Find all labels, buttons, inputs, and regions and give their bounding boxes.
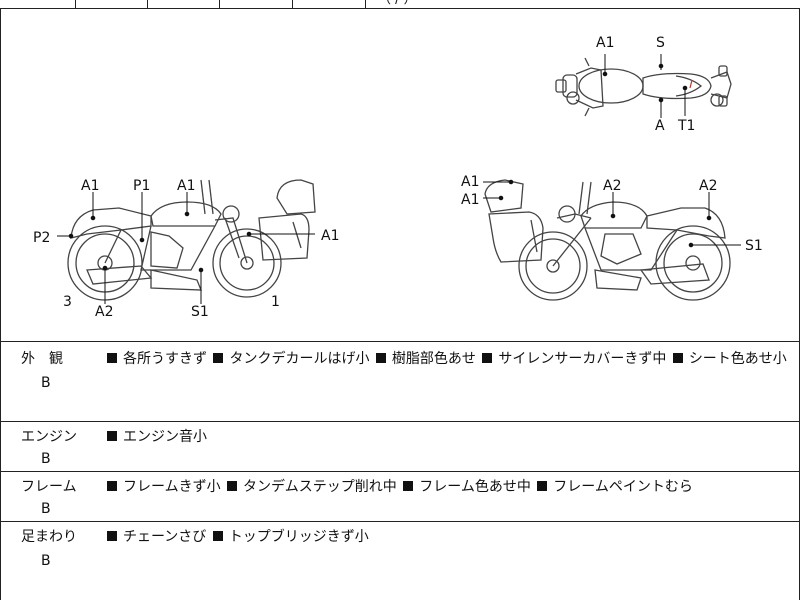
label-left-a1: A1 (81, 178, 99, 194)
cut-off-text: （ / ） (378, 0, 417, 6)
section-grade: B (41, 553, 51, 569)
square-bullet-icon (107, 353, 117, 363)
square-bullet-icon (107, 531, 117, 541)
section-notes: フレームきず小 タンデムステップ削れ中 フレーム色あせ中 フレームペイントむら (105, 476, 795, 498)
label-left-p2: P2 (33, 230, 50, 246)
label-left-a1: A1 (177, 178, 195, 194)
section-row-suspension: 足まわり B チェーンさび トップブリッジきず小 (0, 522, 800, 600)
section-grade: B (41, 501, 51, 517)
section-notes: エンジン音小 (105, 426, 795, 448)
note-item: シート色あせ小 (671, 351, 787, 367)
section-row-frame: フレーム B フレームきず小 タンデムステップ削れ中 フレーム色あせ中 フレーム… (0, 472, 800, 522)
label-left-3: 3 (63, 294, 72, 310)
table-divider (147, 0, 148, 8)
note-item: 樹脂部色あせ (374, 351, 476, 367)
label-left-1: 1 (271, 294, 280, 310)
label-top-s: S (656, 35, 665, 51)
square-bullet-icon (482, 353, 493, 363)
section-notes: チェーンさび トップブリッジきず小 (105, 526, 795, 548)
top-table-strip: （ / ） (0, 0, 800, 9)
label-left-a2: A2 (95, 304, 113, 320)
right-side-motorcycle (484, 179, 731, 301)
section-row-engine: エンジン B エンジン音小 (0, 422, 800, 472)
section-category: エンジン (21, 429, 77, 445)
note-item: タンデムステップ削れ中 (225, 479, 397, 495)
label-left-a1: A1 (321, 228, 339, 244)
label-right-s1: S1 (745, 238, 763, 254)
note-item: フレーム色あせ中 (401, 479, 531, 495)
top-view-motorcycle (555, 57, 732, 117)
red-mark-icon (689, 79, 693, 89)
note-item: フレームきず小 (105, 479, 221, 495)
note-item: サイレンサーカバーきず中 (480, 351, 666, 367)
square-bullet-icon (107, 431, 117, 441)
section-grade: B (41, 375, 51, 391)
square-bullet-icon (375, 353, 386, 363)
square-bullet-icon (107, 481, 117, 491)
section-row-exterior: 外 観 B 各所うすきず タンクデカールはげ小 樹脂部色あせ サイレンサーカバー… (0, 342, 800, 422)
table-divider (75, 0, 76, 8)
table-divider (219, 0, 220, 8)
motorcycle-diagram-svg: A1 S A T1 A1 P1 A1 P2 A1 3 A2 S1 1 A1 A1… (33, 35, 763, 320)
damage-diagram: A1 S A T1 A1 P1 A1 P2 A1 3 A2 S1 1 A1 A1… (0, 8, 800, 342)
note-item: 各所うすきず (105, 351, 207, 367)
square-bullet-icon (227, 481, 238, 491)
square-bullet-icon (403, 481, 414, 491)
table-divider (365, 0, 366, 8)
note-item: フレームペイントむら (535, 479, 693, 495)
label-left-s1: S1 (191, 304, 209, 320)
note-item: エンジン音小 (105, 429, 207, 445)
table-divider (292, 0, 293, 8)
section-category: 外 観 (21, 351, 63, 367)
square-bullet-icon (212, 531, 223, 541)
label-right-a1: A1 (461, 174, 479, 190)
section-category: フレーム (21, 479, 77, 495)
section-category: 足まわり (21, 529, 77, 545)
label-top-t1: T1 (677, 118, 695, 134)
label-left-p1: P1 (133, 178, 150, 194)
section-notes: 各所うすきず タンクデカールはげ小 樹脂部色あせ サイレンサーカバーきず中 シー… (105, 348, 795, 370)
square-bullet-icon (213, 353, 224, 363)
square-bullet-icon (672, 353, 683, 363)
label-right-a2: A2 (603, 178, 621, 194)
label-top-a: A (655, 118, 665, 134)
note-item: トップブリッジきず小 (211, 529, 369, 545)
square-bullet-icon (537, 481, 548, 491)
label-right-a2: A2 (699, 178, 717, 194)
note-item: タンクデカールはげ小 (211, 351, 369, 367)
label-right-a1: A1 (461, 192, 479, 208)
label-top-a1: A1 (596, 35, 614, 51)
note-item: チェーンさび (105, 529, 206, 545)
section-grade: B (41, 451, 51, 467)
